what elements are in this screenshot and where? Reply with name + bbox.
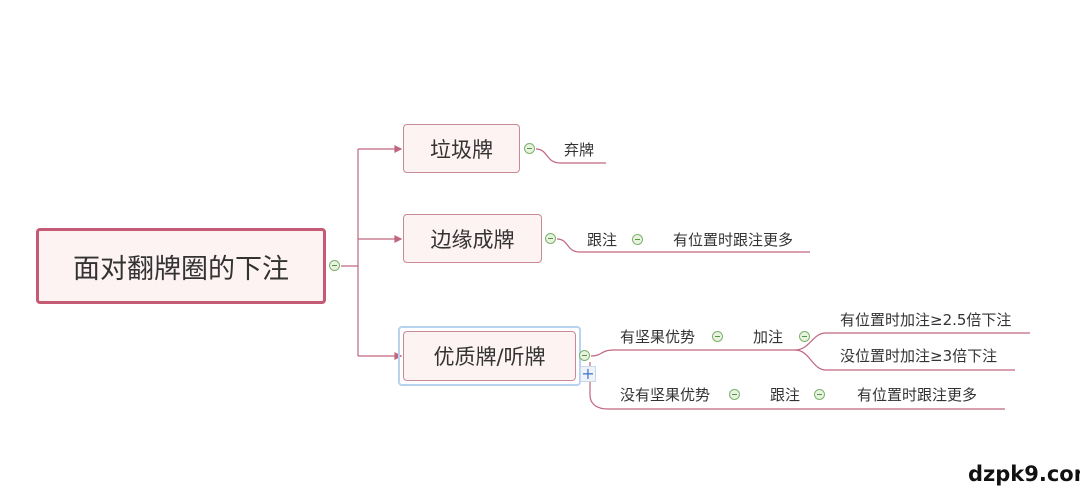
collapse-icon[interactable] [545, 233, 556, 244]
node-marginal-hand[interactable]: 边缘成牌 [403, 214, 542, 263]
node-raise[interactable]: 加注 [753, 328, 784, 346]
add-icon[interactable]: + [580, 364, 596, 383]
node-raise-in-position[interactable]: 有位置时加注≥2.5倍下注 [840, 311, 1012, 329]
node-call-more-in-position[interactable]: 有位置时跟注更多 [673, 231, 794, 249]
collapse-icon[interactable] [329, 260, 340, 271]
node-label: 垃圾牌 [430, 137, 493, 162]
node-raise-out-of-position[interactable]: 没位置时加注≥3倍下注 [840, 347, 998, 365]
collapse-icon[interactable] [579, 350, 590, 361]
node-call[interactable]: 跟注 [770, 386, 801, 404]
node-no-nut-advantage[interactable]: 没有坚果优势 [620, 386, 711, 404]
node-call-more-in-position[interactable]: 有位置时跟注更多 [857, 386, 978, 404]
watermark: dzpk9.com [968, 462, 1080, 486]
root-node[interactable]: 面对翻牌圈的下注 [36, 228, 326, 304]
collapse-icon[interactable] [524, 143, 535, 154]
collapse-icon[interactable] [712, 331, 723, 342]
node-junk-hand[interactable]: 垃圾牌 [403, 124, 520, 173]
node-nut-advantage[interactable]: 有坚果优势 [620, 328, 696, 346]
collapse-icon[interactable] [799, 331, 810, 342]
node-label: 优质牌/听牌 [433, 345, 546, 369]
node-quality-hand[interactable]: 优质牌/听牌 [403, 331, 576, 381]
collapse-icon[interactable] [632, 234, 643, 245]
node-call[interactable]: 跟注 [587, 231, 618, 249]
root-label: 面对翻牌圈的下注 [73, 253, 289, 285]
node-fold[interactable]: 弃牌 [564, 141, 595, 159]
node-label: 边缘成牌 [430, 227, 515, 252]
collapse-icon[interactable] [814, 389, 825, 400]
collapse-icon[interactable] [729, 389, 740, 400]
